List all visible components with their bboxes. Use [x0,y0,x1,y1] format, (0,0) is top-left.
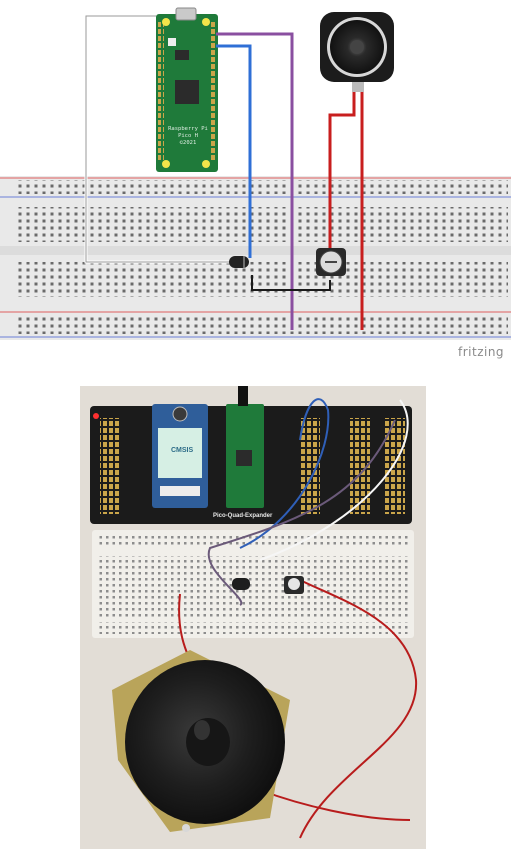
expander-headers-right [350,418,370,514]
blue-wire [216,44,252,258]
blue-wire-photo [239,398,330,549]
pico-chip-photo [236,450,252,466]
capacitor [229,256,249,268]
mount-hole [202,160,210,168]
lower-terminal-holes [18,262,508,297]
white-wire [85,15,240,263]
pico-silkscreen-line: ©2021 [179,140,197,146]
purple-wire [216,32,294,330]
potentiometer [316,248,346,276]
top-rail-holes [18,180,508,194]
mount-hole [202,18,210,26]
bootsel-button [168,38,176,46]
red-wire-photo [299,579,418,839]
mount-hole [162,18,170,26]
pico-right-pins [210,22,216,162]
lcd-text: CMSIS [171,447,194,454]
red-wire [328,92,356,250]
lcd-screen [158,428,202,478]
bottom-rail-holes [18,316,508,334]
expander-headers-far [385,418,405,514]
capacitor-photo [232,578,250,590]
flash-chip [175,50,189,60]
lcd-buttons [160,486,200,496]
mount-hole [162,160,170,168]
pico-silkscreen-line: Raspberry Pi [168,126,208,132]
center-channel [0,246,511,255]
pot-knob-photo [288,578,300,590]
upper-terminal-holes [18,207,508,242]
speaker-photo [112,650,290,832]
usb-connector [175,7,197,21]
pico-left-pins [158,22,164,162]
red-wire-photo [259,789,411,821]
expander-headers-left [100,418,120,514]
fritzing-logo: fritzing [458,345,505,359]
assembled-circuit-photo [80,386,426,849]
rp2040-chip [175,80,199,104]
speaker [320,12,394,92]
photo-rail-bottom [98,622,408,634]
pico-silkscreen: Raspberry Pi Pico H ©2021 [164,126,212,147]
black-wire [251,275,331,291]
usb-cable [238,386,248,406]
white-wire-photo [259,399,409,561]
status-led [93,413,99,419]
breadboard [0,176,511,340]
pico-silkscreen-line: Pico H [178,133,198,139]
purple-wire-photo [207,419,396,606]
expander-label: Pico-Quad-Expander [213,513,273,519]
fritzing-diagram [0,7,511,340]
joystick [172,406,188,422]
